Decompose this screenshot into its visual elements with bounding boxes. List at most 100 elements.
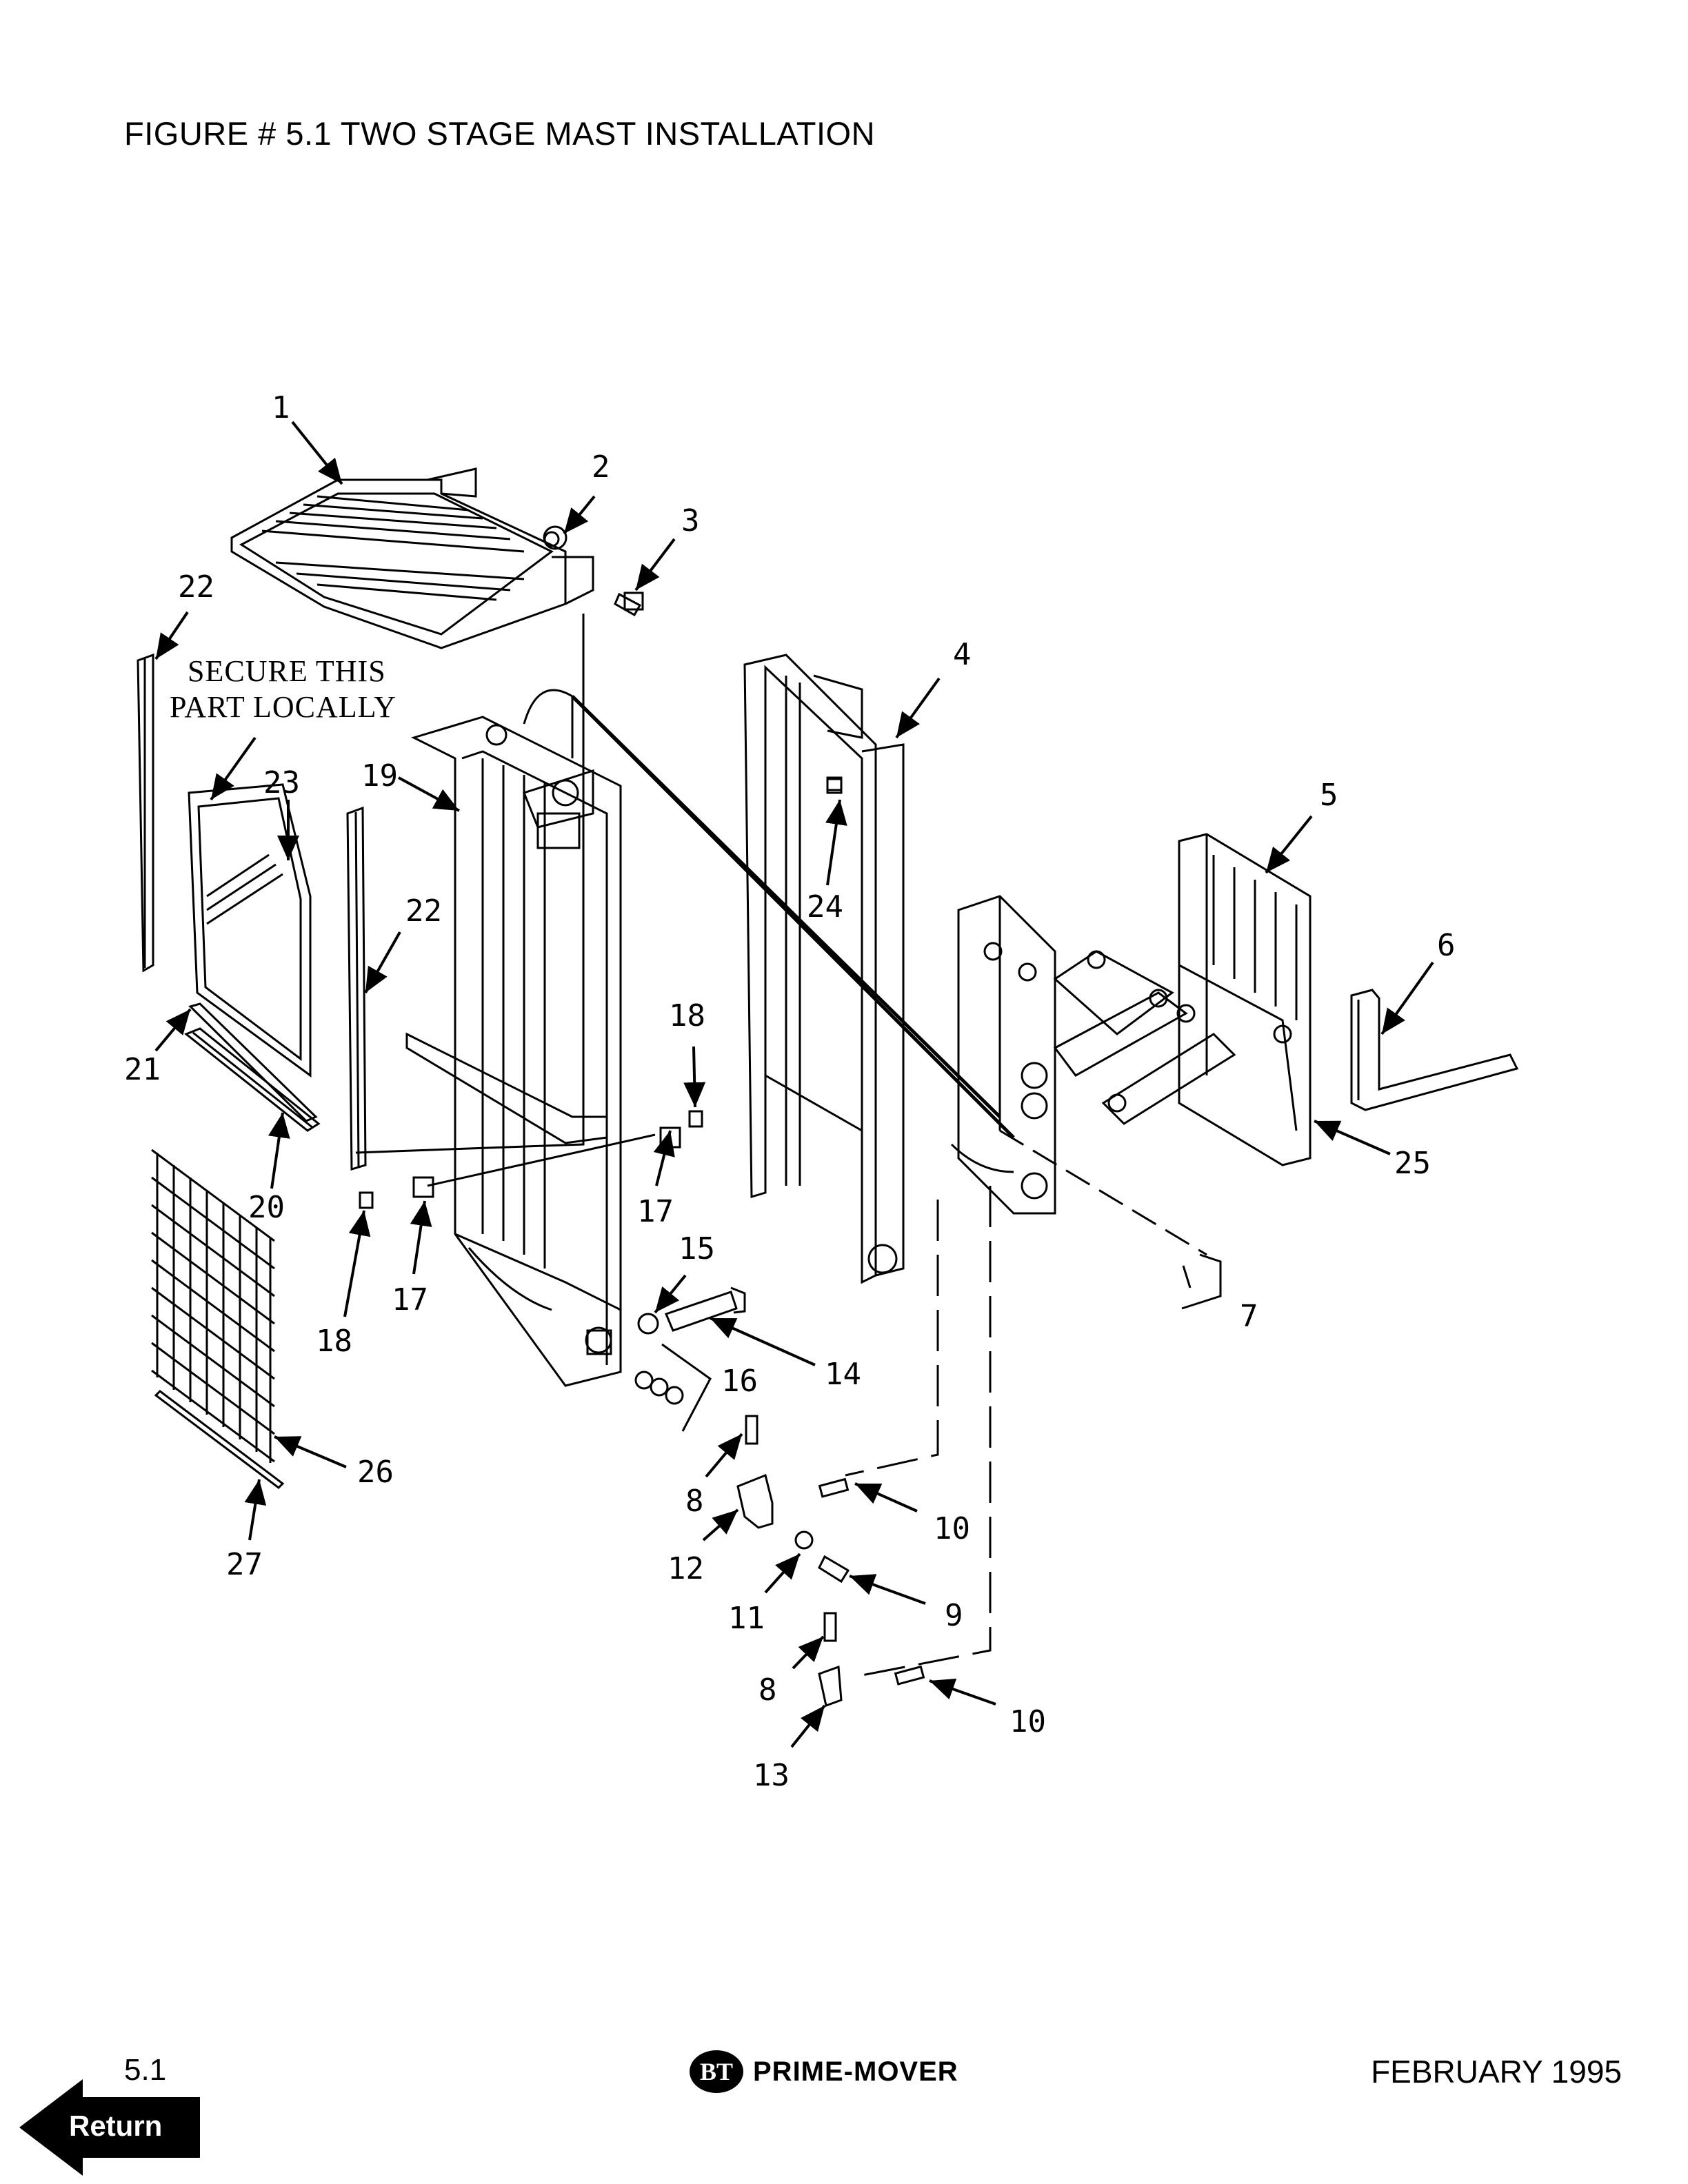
brand-mark: BT PRIME-MOVER xyxy=(690,2048,958,2096)
clip-part xyxy=(826,776,843,791)
pin-part-b xyxy=(818,1477,850,1498)
mounting-centerline-1 xyxy=(845,1200,939,1477)
callout-18b: 18 xyxy=(316,1324,352,1359)
leader-17b xyxy=(410,1200,432,1275)
leader-2 xyxy=(563,495,596,535)
callout-20: 20 xyxy=(248,1190,285,1225)
return-label: Return xyxy=(69,2110,163,2142)
note-line-2: PART LOCALLY xyxy=(170,690,396,724)
bracket-part xyxy=(736,1473,774,1529)
callout-27: 27 xyxy=(226,1547,263,1582)
plug-part-a xyxy=(359,1191,374,1209)
callout-21: 21 xyxy=(124,1052,161,1087)
carriage-part xyxy=(950,895,1056,1215)
leader-15 xyxy=(654,1274,687,1314)
callout-15: 15 xyxy=(679,1231,715,1266)
leader-24 xyxy=(825,799,847,886)
callout-2: 2 xyxy=(592,449,610,485)
reach-linkage-part xyxy=(1053,950,1236,1125)
callout-4: 4 xyxy=(953,637,972,672)
callout-22b: 22 xyxy=(405,893,442,929)
page-number: 5.1 xyxy=(124,2053,167,2087)
callout-18a: 18 xyxy=(669,998,705,1033)
bolt-part xyxy=(614,592,642,617)
leader-5 xyxy=(1265,815,1313,874)
leader-10a xyxy=(854,1482,918,1513)
note-line-1: SECURE THIS xyxy=(188,654,386,688)
plug-part-b xyxy=(688,1110,703,1128)
shim-bracket-line xyxy=(661,1343,712,1432)
fork-part xyxy=(1350,989,1519,1111)
mounting-centerline-2 xyxy=(854,1186,992,1678)
callout-8b: 8 xyxy=(758,1672,777,1708)
washer-part xyxy=(637,1313,659,1335)
callout-23: 23 xyxy=(263,765,300,800)
return-arrow-icon xyxy=(19,2079,200,2176)
grille-rod-part xyxy=(154,1390,285,1489)
inner-mast-part xyxy=(743,654,905,1284)
bt-logo-icon: BT xyxy=(690,2050,743,2093)
callout-7: 7 xyxy=(1240,1299,1258,1334)
callout-25: 25 xyxy=(1394,1146,1431,1181)
callout-3: 3 xyxy=(681,503,700,538)
mounting-centerline-3 xyxy=(355,614,585,1154)
leader-note xyxy=(210,736,257,801)
leader-4 xyxy=(895,677,941,739)
rubber-strip-part xyxy=(188,1002,318,1122)
callout-12: 12 xyxy=(667,1551,704,1586)
leader-17a xyxy=(653,1130,675,1186)
shim-part-1 xyxy=(634,1371,654,1390)
callout-11: 11 xyxy=(728,1601,765,1636)
leader-19 xyxy=(398,776,460,812)
overhead-guard-part xyxy=(230,467,644,649)
bottom-rail-part xyxy=(184,1027,321,1132)
spring-part-a xyxy=(412,1176,434,1198)
vertical-channel-middle xyxy=(346,806,367,1171)
leader-8b xyxy=(792,1635,825,1670)
callout-8a: 8 xyxy=(685,1484,704,1519)
nut-part xyxy=(543,531,560,547)
shim-part-2 xyxy=(650,1377,669,1397)
callout-17b: 17 xyxy=(392,1282,428,1317)
callout-19: 19 xyxy=(361,758,398,793)
load-backrest-part xyxy=(1178,833,1312,1166)
callout-6: 6 xyxy=(1437,928,1456,963)
vertical-channel-left xyxy=(137,653,154,973)
leader-1 xyxy=(291,421,343,485)
hose-cable-2 xyxy=(571,695,1015,1139)
callout-17a: 17 xyxy=(637,1194,674,1229)
callout-10b: 10 xyxy=(1009,1704,1046,1739)
callout-14: 14 xyxy=(825,1357,861,1392)
spring-centerline xyxy=(427,1133,656,1187)
leader-10b xyxy=(929,1678,996,1706)
bolt-large-part xyxy=(664,1286,746,1332)
leader-26 xyxy=(274,1435,347,1468)
brand-name: PRIME-MOVER xyxy=(753,2056,958,2087)
cotter-pin-part xyxy=(1181,1253,1222,1310)
callout-10a: 10 xyxy=(934,1511,970,1546)
outer-mast-part xyxy=(405,689,622,1387)
leader-11 xyxy=(764,1553,801,1594)
washer-small-part xyxy=(794,1530,814,1550)
wire-grille-part xyxy=(151,1149,275,1463)
callout-9: 9 xyxy=(945,1598,963,1633)
callout-16: 16 xyxy=(721,1364,758,1399)
callout-1: 1 xyxy=(272,390,290,425)
glass-panel-part xyxy=(188,783,312,1078)
pin-part-c xyxy=(823,1612,837,1642)
leader-18b xyxy=(343,1210,371,1317)
return-button[interactable]: Return xyxy=(19,2079,200,2176)
figure-title: FIGURE # 5.1 TWO STAGE MAST INSTALLATION xyxy=(124,115,876,152)
leader-14 xyxy=(710,1317,816,1366)
shim-part-3 xyxy=(665,1386,684,1405)
leader-18a xyxy=(683,1046,706,1108)
leader-20 xyxy=(268,1112,290,1189)
callout-22a: 22 xyxy=(178,569,214,605)
leader-6 xyxy=(1380,961,1434,1035)
leader-13 xyxy=(790,1704,826,1748)
leader-22b xyxy=(364,931,401,993)
leader-9 xyxy=(849,1574,926,1605)
callout-24: 24 xyxy=(807,889,843,924)
callout-26: 26 xyxy=(357,1455,394,1490)
